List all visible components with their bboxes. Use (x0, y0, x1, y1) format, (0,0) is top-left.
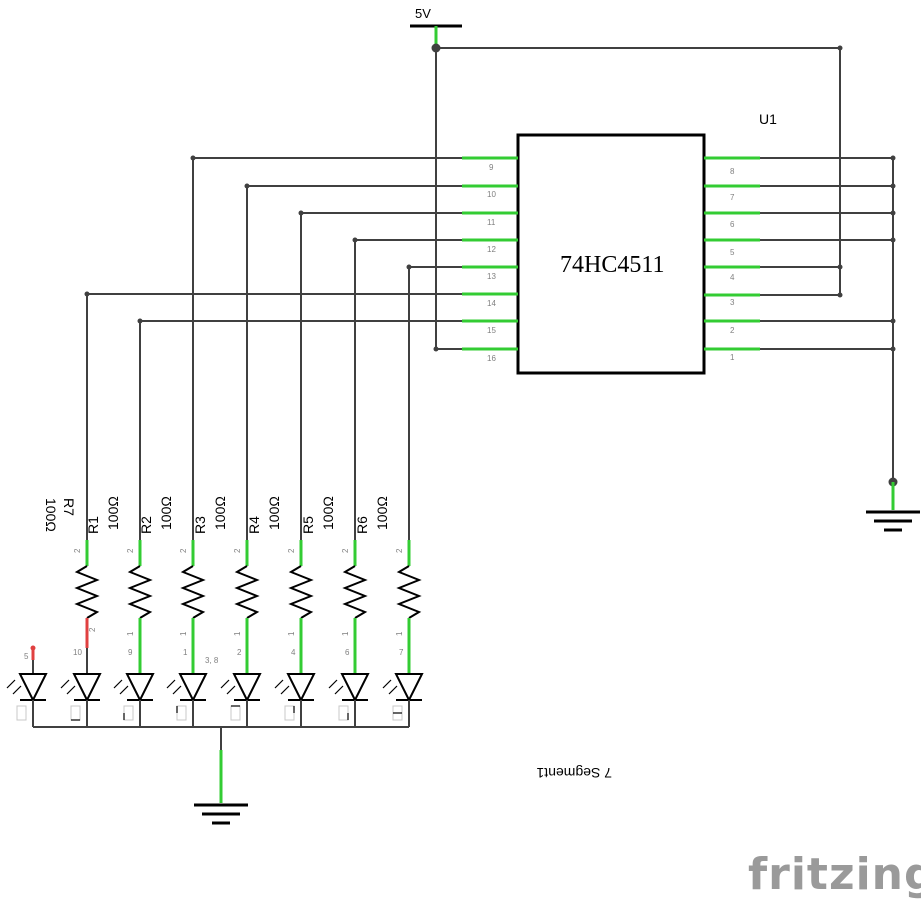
chip-left-pins: 9 10 11 12 13 14 15 16 (462, 156, 518, 363)
wires (33, 47, 894, 750)
display-pin-num: 10 (73, 648, 82, 657)
display-pin-num: 6 (345, 648, 350, 657)
chip-pin-num: 4 (730, 273, 735, 282)
resistor-pin-num: 1 (233, 631, 242, 636)
led-segment (328, 640, 370, 727)
chip-pin-num: 10 (487, 190, 496, 199)
led-segment (166, 640, 208, 727)
seven-segment-display[interactable]: 5 10 9 1 2 4 6 7 3, 8 (6, 640, 424, 754)
chip-pin-num: 13 (487, 272, 496, 281)
led-segment (60, 648, 102, 727)
supply-label: 5V (415, 6, 431, 21)
chip-74hc4511[interactable]: 74HC4511 U1 9 10 11 12 13 14 15 16 (462, 111, 777, 375)
chip-part-label: 74HC4511 (560, 252, 664, 278)
power-supply-5v[interactable]: 5V (410, 6, 462, 48)
resistor-pin-num: 2 (126, 548, 135, 553)
resistor-r4[interactable]: 2 1 (233, 540, 260, 648)
display-pin-num: 5 (24, 652, 29, 661)
resistor-r5[interactable]: 2 1 (287, 540, 314, 648)
ground-symbol-right[interactable] (866, 482, 920, 532)
chip-pin-num: 7 (730, 193, 735, 202)
resistor-pin-num: 1 (287, 631, 296, 636)
resistor-pin-num: 2 (88, 627, 97, 632)
resistor-ref-label: R2 (138, 516, 154, 534)
resistor-pin-num: 1 (341, 631, 350, 636)
resistor-pin-num: 2 (179, 548, 188, 553)
resistor-ref-label: R1 (85, 516, 101, 534)
chip-pin-num: 5 (730, 248, 735, 257)
resistor-ref-label: R6 (354, 516, 370, 534)
resistor-pin-num: 2 (341, 548, 350, 553)
display-pin-num: 2 (237, 648, 242, 657)
resistor-value-label: 100Ω (158, 496, 174, 530)
resistor-value-label: 100Ω (266, 496, 282, 530)
chip-pin-num: 15 (487, 326, 496, 335)
resistor-r3[interactable]: 2 1 (179, 540, 206, 648)
resistor-r6[interactable]: 2 1 (341, 540, 368, 648)
resistor-ref-label: R3 (192, 516, 208, 534)
resistor-value-label: 100Ω (320, 496, 336, 530)
resistor-pin-num: 2 (395, 548, 404, 553)
chip-pin-num: 8 (730, 167, 735, 176)
led-segment (220, 640, 262, 727)
chip-pin-num: 1 (730, 353, 735, 362)
led-segment (274, 640, 316, 727)
resistor-r7[interactable]: 2 1 (395, 540, 422, 648)
chip-pin-num: 3 (730, 298, 735, 307)
led-segment-dp (6, 673, 48, 727)
display-label: 7 Segment1 (536, 765, 612, 781)
chip-right-pins: 8 7 6 5 4 3 2 1 (704, 156, 760, 362)
chip-pin-num: 11 (487, 218, 496, 227)
led-segment (382, 640, 424, 727)
resistor-pin-num: 1 (126, 631, 135, 636)
display-pin-num: 9 (128, 648, 133, 657)
chip-pin-num: 2 (730, 326, 735, 335)
chip-pin-num: 9 (489, 163, 494, 172)
resistor-value-label: 100Ω (212, 496, 228, 530)
resistor-pin-num: 2 (287, 548, 296, 553)
led-segment (113, 640, 155, 727)
resistor-pin-num: 2 (73, 548, 82, 553)
resistor-pin-num: 2 (233, 548, 242, 553)
junction-dots (84, 43, 898, 487)
resistor-value-label: 100Ω (43, 498, 59, 532)
chip-pin-num: 6 (730, 220, 735, 229)
resistor-value-label: 100Ω (374, 496, 390, 530)
display-pin-num: 1 (183, 648, 188, 657)
resistor-pin-num: 1 (179, 631, 188, 636)
resistor-pin-num: 1 (395, 631, 404, 636)
resistor-labels: R7 100Ω R1 100Ω R2 100Ω R3 100Ω R4 100Ω … (43, 496, 390, 534)
fritzing-logo: fritzing (748, 849, 921, 900)
resistor-ref-label: R7 (61, 498, 77, 516)
display-pin-num: 7 (399, 648, 404, 657)
display-common-pins: 3, 8 (205, 656, 219, 665)
resistor-value-label: 100Ω (105, 496, 121, 530)
resistor-ref-label: R4 (246, 516, 262, 534)
chip-pin-num: 16 (487, 354, 496, 363)
chip-pin-num: 14 (487, 299, 496, 308)
resistor-r1[interactable]: 2 2 (73, 540, 100, 648)
ground-symbol-left[interactable] (194, 750, 248, 825)
chip-pin-num: 12 (487, 245, 496, 254)
resistor-r2[interactable]: 2 1 (126, 540, 153, 648)
display-pin-num: 4 (291, 648, 296, 657)
chip-ref-label: U1 (759, 111, 777, 127)
resistor-ref-label: R5 (300, 516, 316, 534)
